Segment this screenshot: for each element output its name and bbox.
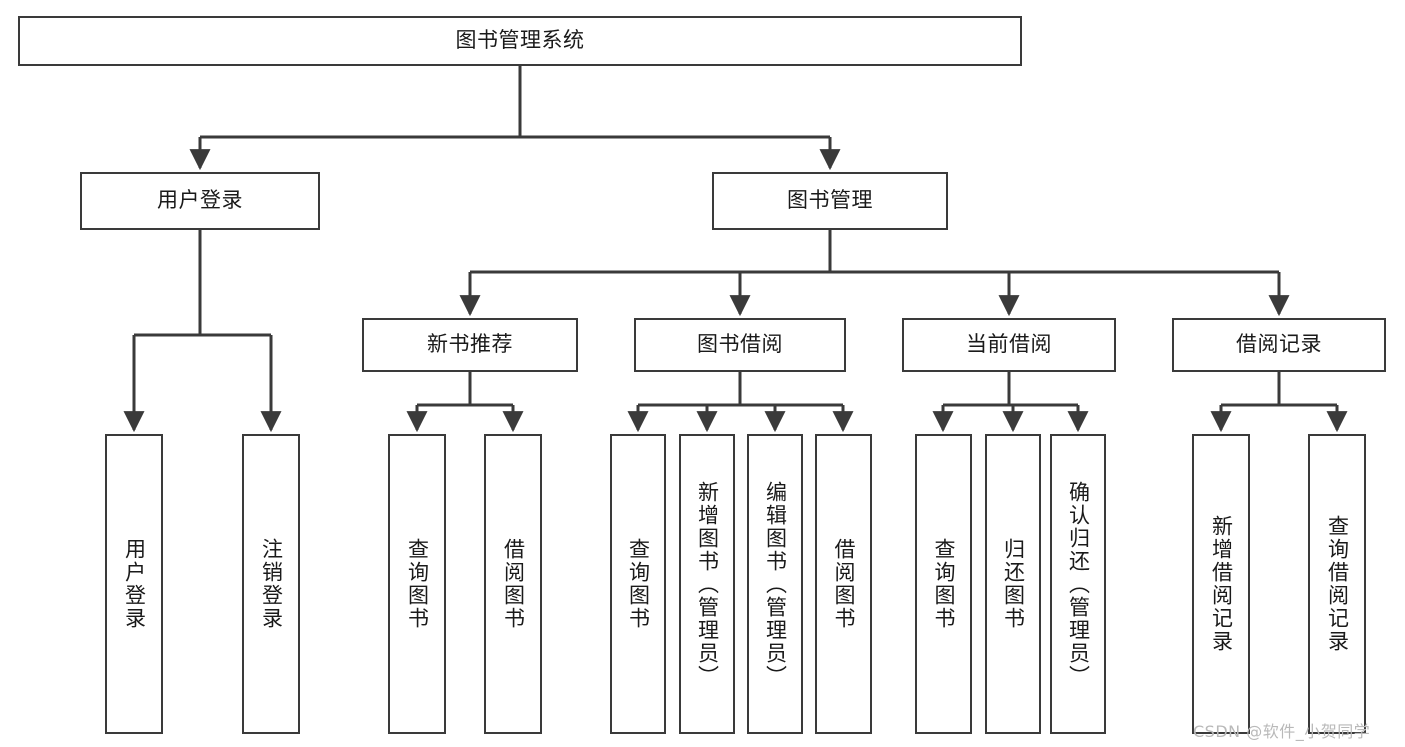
node-leaf-query-book-1-label: 查询图书 xyxy=(405,538,430,630)
node-leaf-return-book-label: 归还图书 xyxy=(1001,538,1026,630)
node-leaf-borrow-book-1-label: 借阅图书 xyxy=(501,538,526,630)
node-new-book-recommend[interactable]: 新书推荐 xyxy=(362,318,578,372)
node-borrow-record-label: 借阅记录 xyxy=(1236,332,1322,357)
node-book-borrow-label: 图书借阅 xyxy=(697,332,783,357)
node-leaf-add-book[interactable]: 新增图书（管理员） xyxy=(679,434,735,734)
node-root-label: 图书管理系统 xyxy=(455,28,585,53)
node-root[interactable]: 图书管理系统 xyxy=(18,16,1022,66)
node-borrow-record[interactable]: 借阅记录 xyxy=(1172,318,1386,372)
node-leaf-user-login[interactable]: 用户登录 xyxy=(105,434,163,734)
node-leaf-return-book[interactable]: 归还图书 xyxy=(985,434,1041,734)
node-book-manage[interactable]: 图书管理 xyxy=(712,172,948,230)
node-leaf-query-book-1[interactable]: 查询图书 xyxy=(388,434,446,734)
node-leaf-query-book-3[interactable]: 查询图书 xyxy=(915,434,972,734)
node-leaf-confirm-return-label: 确认归还（管理员） xyxy=(1066,480,1091,688)
watermark: CSDN @软件_小贺同学 xyxy=(1193,722,1371,741)
node-new-book-recommend-label: 新书推荐 xyxy=(427,332,513,357)
node-leaf-query-record-label: 查询借阅记录 xyxy=(1325,515,1350,653)
node-leaf-user-logout[interactable]: 注销登录 xyxy=(242,434,300,734)
node-leaf-user-logout-label: 注销登录 xyxy=(259,538,284,630)
node-leaf-add-book-label: 新增图书（管理员） xyxy=(695,480,720,688)
node-leaf-borrow-book-1[interactable]: 借阅图书 xyxy=(484,434,542,734)
node-leaf-add-record[interactable]: 新增借阅记录 xyxy=(1192,434,1250,734)
node-user-login-label: 用户登录 xyxy=(157,188,243,213)
node-leaf-query-record[interactable]: 查询借阅记录 xyxy=(1308,434,1366,734)
node-leaf-edit-book-label: 编辑图书（管理员） xyxy=(763,480,788,688)
node-current-borrow[interactable]: 当前借阅 xyxy=(902,318,1116,372)
node-leaf-query-book-3-label: 查询图书 xyxy=(931,538,956,630)
node-leaf-query-book-2[interactable]: 查询图书 xyxy=(610,434,666,734)
node-leaf-borrow-book-2-label: 借阅图书 xyxy=(831,538,856,630)
node-leaf-borrow-book-2[interactable]: 借阅图书 xyxy=(815,434,872,734)
node-leaf-add-record-label: 新增借阅记录 xyxy=(1209,515,1234,653)
node-current-borrow-label: 当前借阅 xyxy=(966,332,1052,357)
node-leaf-user-login-label: 用户登录 xyxy=(122,538,147,630)
node-leaf-confirm-return[interactable]: 确认归还（管理员） xyxy=(1050,434,1106,734)
node-leaf-query-book-2-label: 查询图书 xyxy=(626,538,651,630)
node-leaf-edit-book[interactable]: 编辑图书（管理员） xyxy=(747,434,803,734)
node-user-login[interactable]: 用户登录 xyxy=(80,172,320,230)
node-book-borrow[interactable]: 图书借阅 xyxy=(634,318,846,372)
node-book-manage-label: 图书管理 xyxy=(787,188,873,213)
